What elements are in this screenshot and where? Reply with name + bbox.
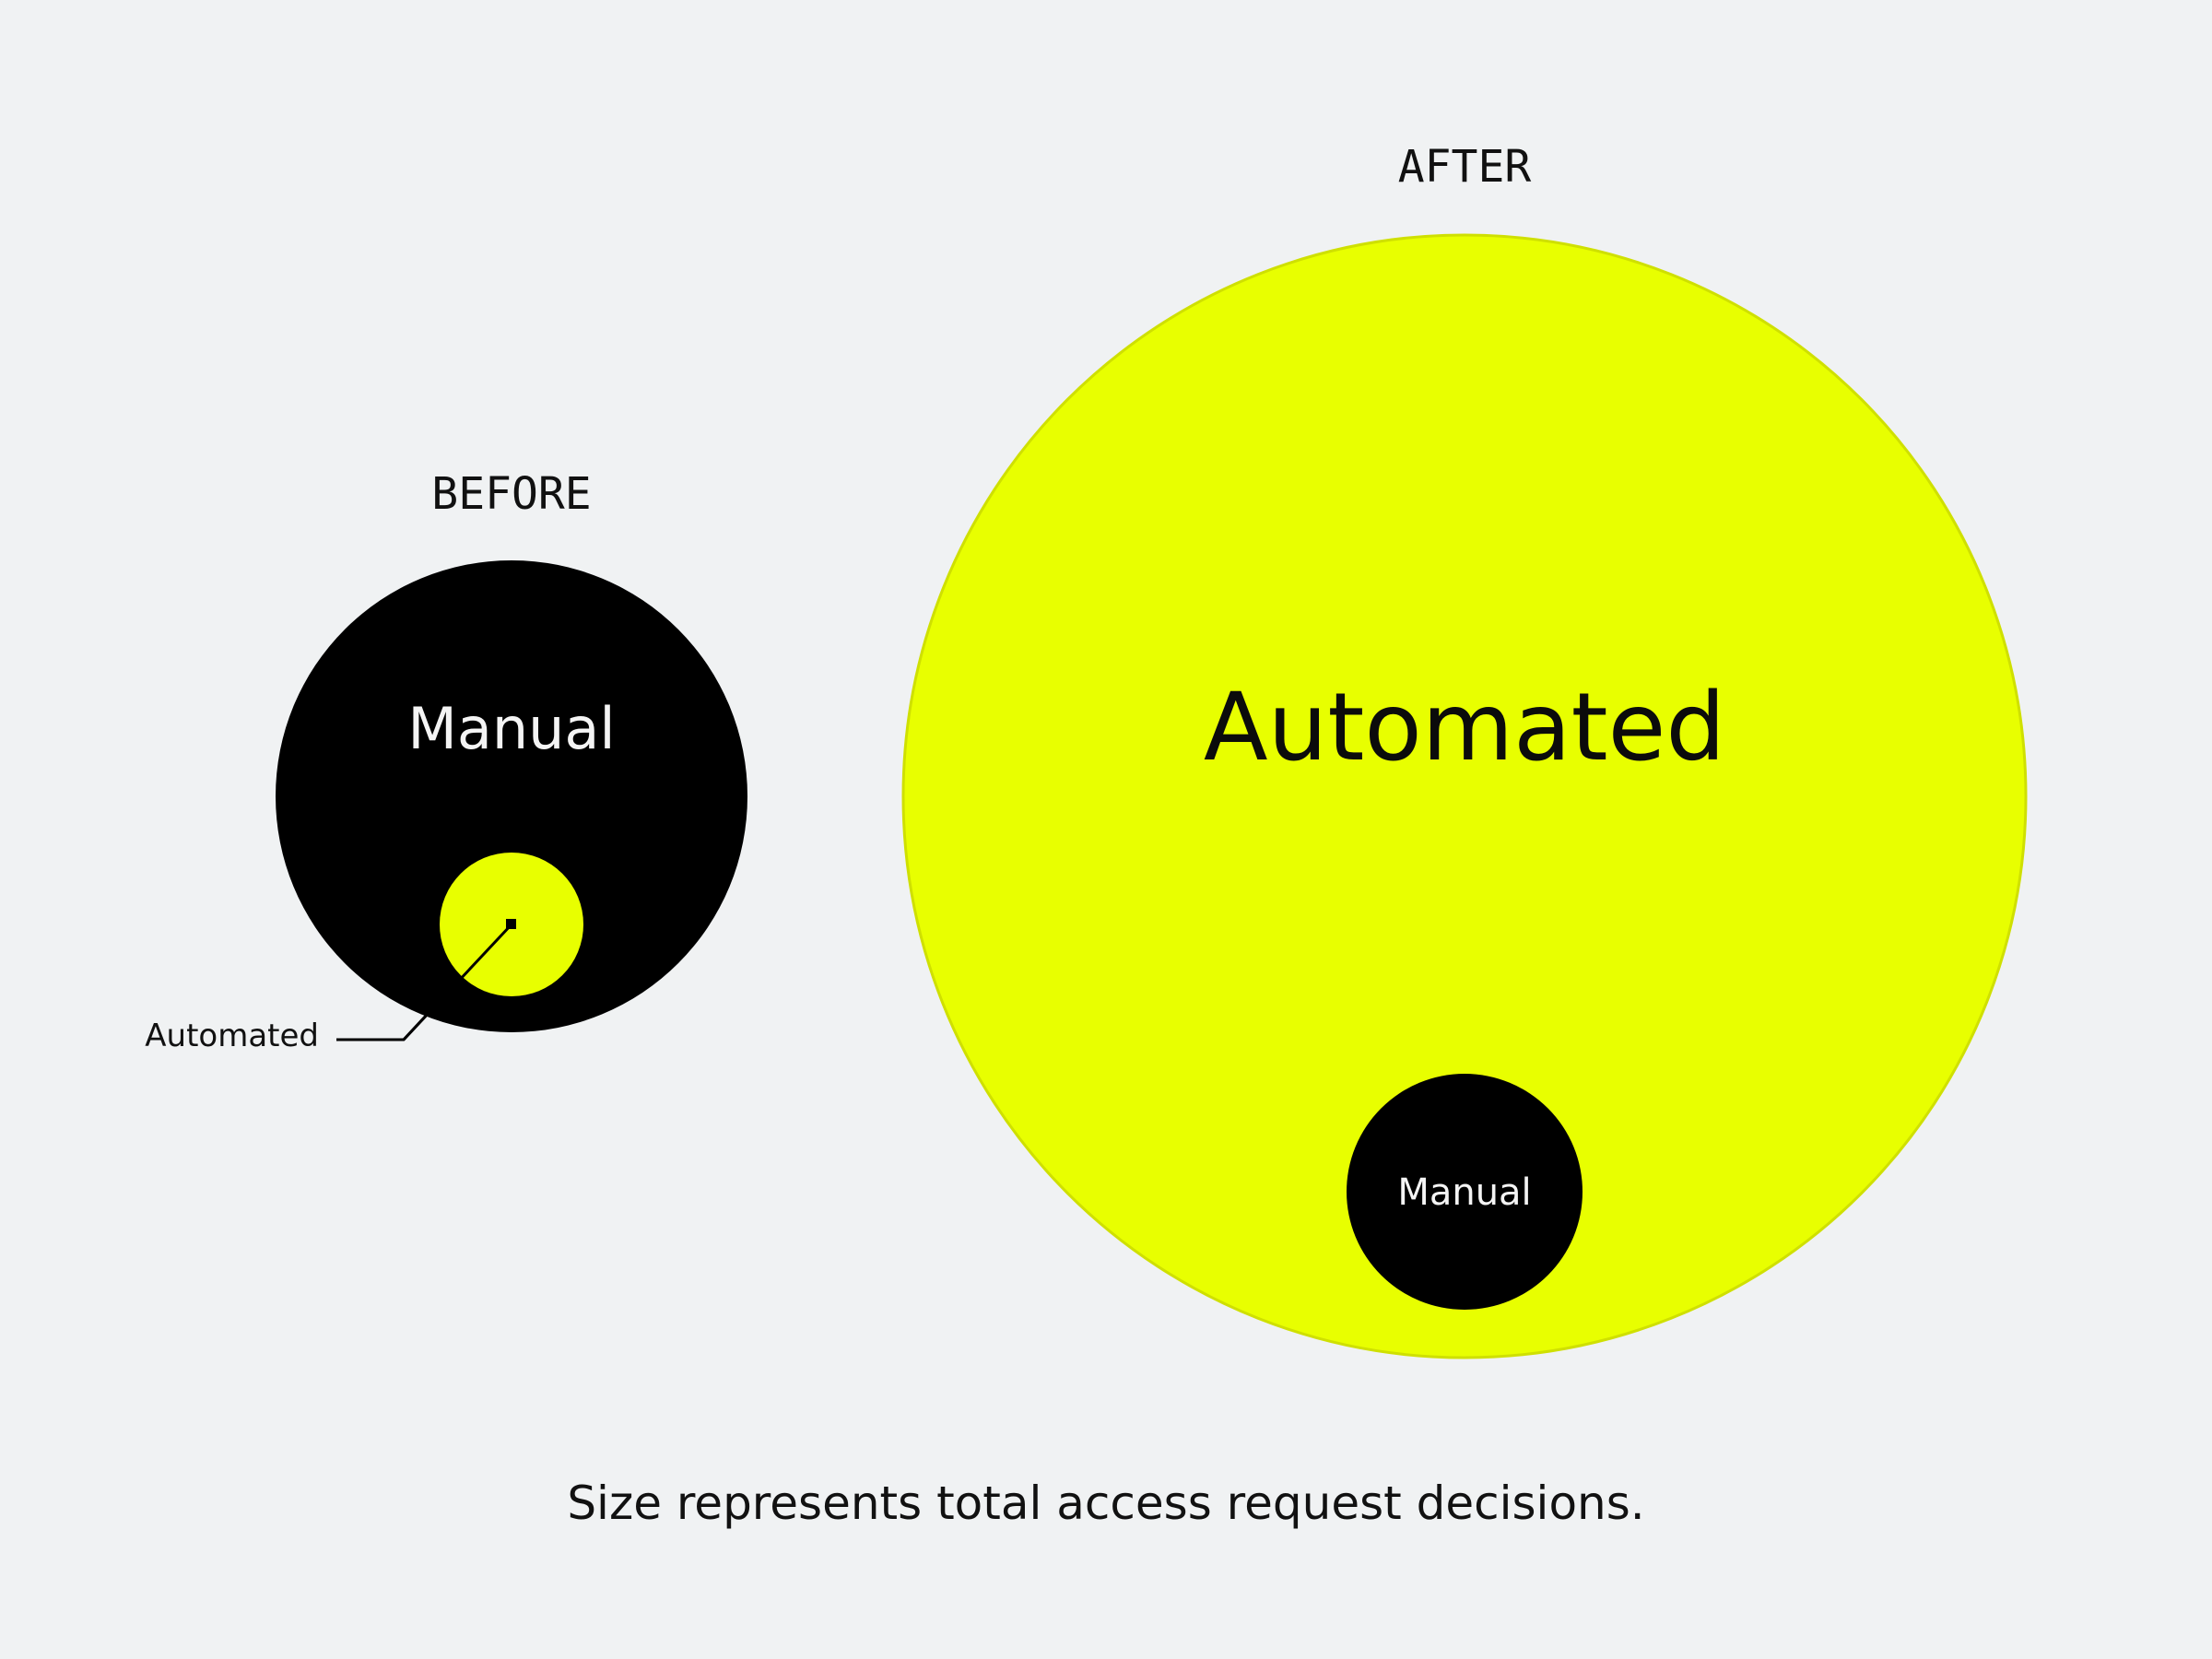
before-group: BEFORE Manual Automated <box>145 468 747 1054</box>
before-automated-label: Automated <box>145 1018 319 1054</box>
before-heading: BEFORE <box>431 468 591 520</box>
after-automated-label: Automated <box>1204 673 1725 782</box>
after-manual-label: Manual <box>1397 1171 1531 1214</box>
after-group: AFTER Automated Manual <box>901 141 2028 1359</box>
after-manual-circle <box>1347 1074 1583 1310</box>
caption: Size represents total access request dec… <box>567 1477 1644 1530</box>
callout-leader-line-outside <box>402 1013 429 1041</box>
callout-anchor-dot <box>506 919 516 929</box>
before-manual-circle <box>276 560 747 1032</box>
after-heading: AFTER <box>1398 141 1532 193</box>
after-automated-circle <box>901 233 2028 1359</box>
before-manual-label: Manual <box>407 695 615 762</box>
